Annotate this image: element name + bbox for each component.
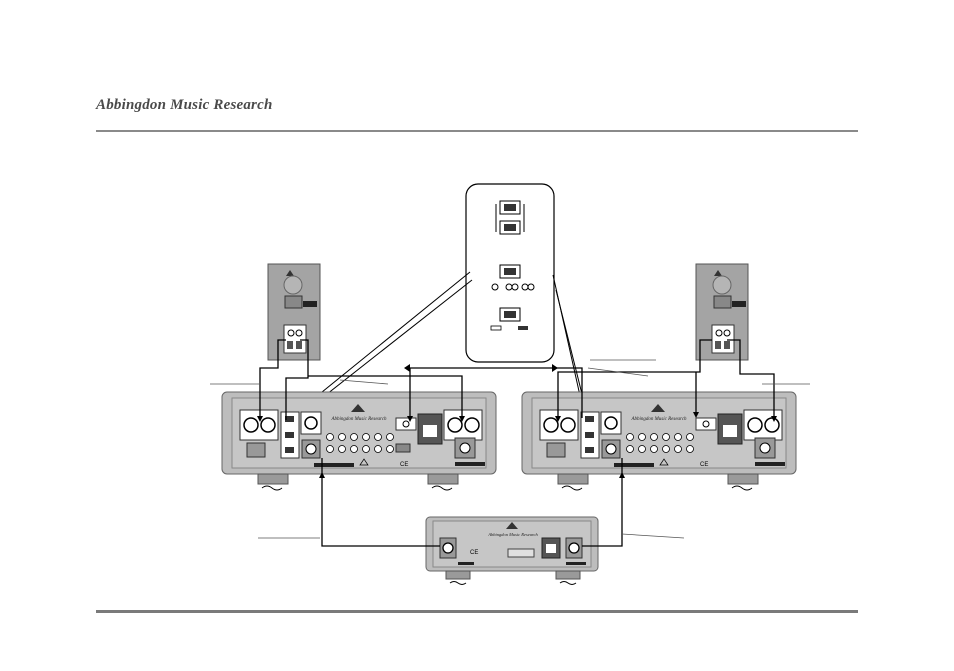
amp-brand-label: Abbingdon Music Research (630, 417, 687, 422)
ce-mark: CE (470, 550, 478, 556)
power-supply-unit: Abbingdon Music Research CE (426, 517, 598, 585)
switch-detail-callout (466, 184, 554, 362)
right-amplifier: Abbingdon Music Research CE (522, 392, 796, 490)
amp-brand-label: Abbingdon Music Research (330, 417, 387, 422)
left-speaker (268, 264, 320, 360)
supply-brand-label: Abbingdon Music Research (487, 532, 538, 537)
ce-mark: CE (400, 462, 408, 468)
ce-mark: CE (700, 462, 708, 468)
left-amplifier: Abbingdon Music Research CE (222, 392, 496, 490)
